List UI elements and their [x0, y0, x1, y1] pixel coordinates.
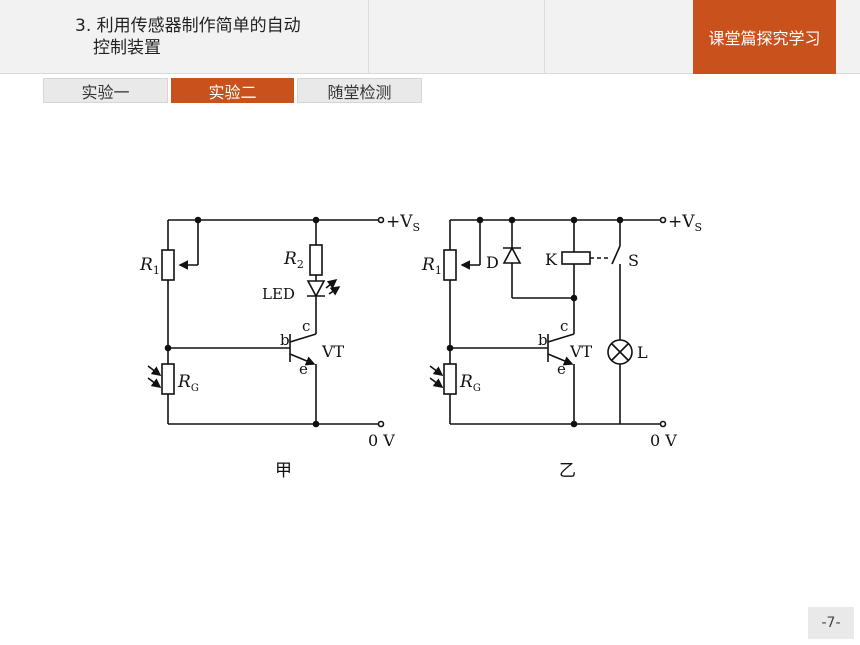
pin-c-label-a: c	[302, 317, 310, 335]
circuit-a	[147, 216, 385, 428]
pin-b-label-b: b	[538, 331, 548, 349]
circuit-b	[429, 216, 667, 428]
tab-quiz[interactable]: 随堂检测	[297, 78, 422, 103]
rg-label-b: RG	[459, 372, 481, 394]
caption-b: 乙	[559, 461, 576, 481]
tab-experiment-2[interactable]: 实验二	[171, 78, 294, 103]
header-cell-blank	[545, 0, 693, 74]
pin-b-label-a: b	[280, 331, 290, 349]
page-number: -7-	[808, 607, 854, 639]
tab-experiment-1[interactable]: 实验一	[43, 78, 168, 103]
diode-label-b: D	[486, 253, 499, 272]
page-title-line2: 控制装置	[93, 38, 161, 58]
header-cell-blank	[836, 0, 860, 74]
transistor-label-b: VT	[569, 342, 593, 361]
transistor-label-a: VT	[321, 342, 345, 361]
supply-label-b: +VS	[668, 212, 702, 234]
header-cell-title	[0, 0, 369, 74]
ground-label-a: 0 V	[368, 431, 395, 450]
ground-label-b: 0 V	[650, 431, 677, 450]
pin-c-label-b: c	[560, 317, 568, 335]
section-tag[interactable]: 课堂篇探究学习	[693, 0, 836, 74]
header-bar: 3. 利用传感器制作简单的自动 控制装置 课堂篇探究学习	[0, 0, 860, 74]
switch-label-b: S	[628, 251, 639, 270]
page-title-line1: 3. 利用传感器制作简单的自动	[75, 16, 301, 36]
relay-label-b: K	[545, 250, 558, 269]
header-cell-blank	[369, 0, 545, 74]
lamp-label-b: L	[637, 343, 648, 362]
r1-label-a: R1	[139, 255, 160, 277]
r1-label-b: R1	[421, 255, 442, 277]
supply-label-a: +VS	[386, 212, 420, 234]
pin-e-label-b: e	[557, 360, 566, 378]
caption-a: 甲	[275, 461, 292, 481]
rg-label-a: RG	[177, 372, 199, 394]
r2-label-a: R2	[283, 249, 304, 271]
pin-e-label-a: e	[299, 360, 308, 378]
led-label-a: LED	[262, 285, 295, 303]
page-title: 3. 利用传感器制作简单的自动 控制装置	[75, 15, 301, 59]
